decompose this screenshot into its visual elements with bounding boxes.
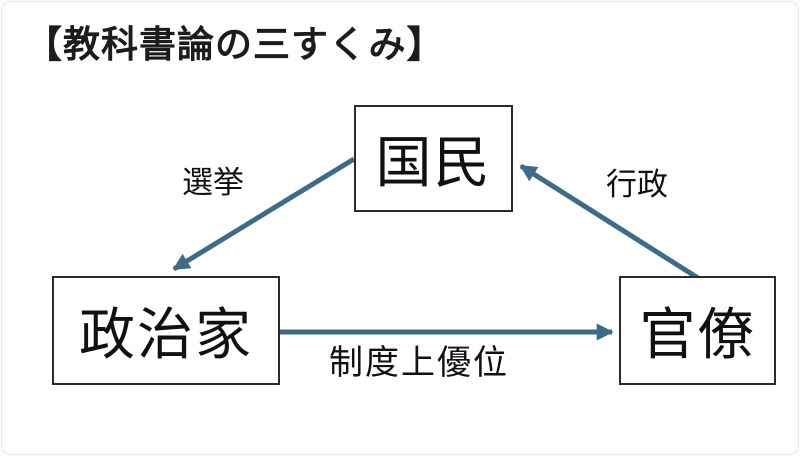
node-seijika: 政治家 — [52, 276, 280, 385]
edge-senkyo-arrow — [172, 156, 356, 272]
node-seijika-label: 政治家 — [79, 303, 253, 366]
page-title: 【教科書論の三すくみ】 — [25, 24, 445, 65]
edge-gyosei-arrow — [519, 163, 700, 281]
edge-gyosei-label: 行政 — [606, 167, 668, 202]
edge-seido-label: 制度上優位 — [329, 344, 509, 382]
node-kanryo: 官僚 — [619, 276, 776, 385]
node-kokumin-label: 国民 — [375, 131, 492, 194]
node-kokumin: 国民 — [354, 105, 513, 212]
edge-senkyo-label: 選挙 — [182, 165, 244, 200]
node-kanryo-label: 官僚 — [639, 303, 756, 366]
